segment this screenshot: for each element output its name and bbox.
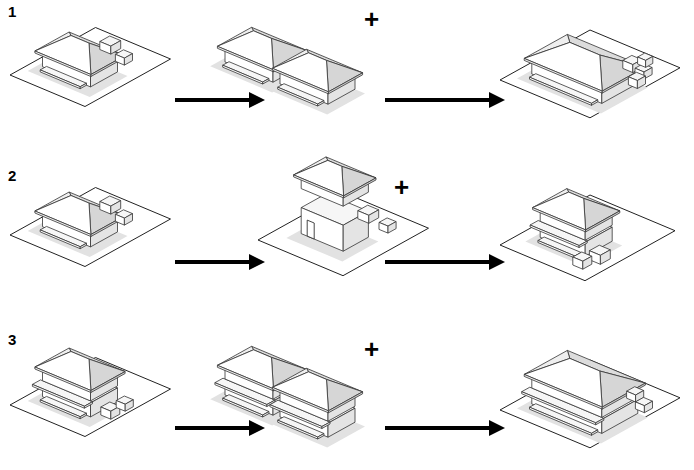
hip-roof (600, 55, 646, 91)
roof-eave (217, 46, 273, 72)
process-arrow (175, 426, 251, 430)
site-plot (10, 28, 171, 107)
plus-sign: + (364, 336, 379, 362)
outbuilding-box (623, 60, 633, 72)
outbuilding-box (124, 54, 132, 66)
roof-eave (35, 211, 91, 237)
outbuilding-box (635, 402, 644, 413)
outbuilding-box (600, 250, 610, 264)
outbuilding-box (358, 211, 369, 224)
outbuilding-box (100, 42, 111, 55)
roof-eave (35, 367, 91, 393)
porch-slab (318, 434, 324, 440)
balcony-slab (596, 418, 604, 425)
porch-slab (80, 413, 86, 419)
porch-slab (80, 83, 86, 89)
roof-eave (272, 68, 328, 94)
arrow-head (249, 254, 265, 270)
outbuilding-box (115, 214, 124, 225)
process-arrow (175, 260, 251, 264)
plus-sign: + (394, 174, 409, 200)
roof-eave (272, 387, 328, 413)
step-number: 2 (8, 168, 16, 183)
outbuilding-box (644, 401, 652, 413)
arrow-head (489, 254, 505, 270)
site-plot (10, 358, 171, 437)
outbuilding-box (116, 401, 125, 412)
outbuilding-box (573, 257, 583, 269)
process-arrow (385, 98, 491, 102)
roof-eave (586, 211, 620, 232)
porch-slab (318, 101, 324, 107)
site-plot (500, 195, 675, 281)
outbuilding-box (637, 76, 645, 89)
outbuilding-box (101, 407, 111, 419)
roof-eave (524, 374, 602, 409)
balcony-slab (579, 241, 587, 248)
porch-slab (263, 412, 269, 418)
roof-eave (602, 67, 645, 93)
outbuilding-box (379, 222, 388, 233)
outbuilding-box (100, 202, 111, 215)
porch-slab (223, 65, 263, 84)
hip-roof (524, 42, 602, 91)
outbuilding-box (115, 54, 124, 65)
roof-eave (524, 58, 602, 93)
porch-slab (263, 79, 269, 85)
hip-roof (524, 358, 602, 407)
step-number: 3 (8, 332, 16, 347)
porch-slab (40, 70, 80, 89)
porch-slab (278, 87, 318, 106)
outbuilding-box (125, 400, 133, 412)
process-arrow (385, 260, 491, 264)
arrow-head (249, 420, 265, 436)
plus-sign: + (364, 6, 379, 32)
roof-eave (533, 208, 586, 232)
site-plot (500, 30, 680, 118)
arrow-head (489, 92, 505, 108)
outbuilding-box (388, 222, 396, 234)
roof-eave (35, 51, 91, 77)
roof-eave (91, 372, 125, 393)
outbuilding-box (646, 56, 653, 67)
process-arrow (175, 98, 251, 102)
balcony-slab (84, 402, 92, 409)
roof-eave (328, 73, 362, 94)
outbuilding-box (627, 391, 636, 402)
arrow-head (489, 420, 505, 436)
process-arrow (385, 426, 491, 430)
outbuilding-box (369, 210, 379, 224)
door (307, 220, 314, 239)
roof-eave (294, 175, 344, 198)
house-wall (343, 211, 368, 251)
porch-slab (80, 243, 86, 249)
roof-eave (217, 365, 273, 391)
outbuilding-box (583, 256, 592, 269)
outbuilding-box (124, 214, 132, 226)
porch-slab (592, 430, 598, 436)
roof-eave (344, 178, 376, 198)
house-wall (301, 208, 343, 252)
roof-eave (328, 392, 362, 413)
porch-slab (592, 100, 598, 106)
arrow-head (249, 92, 265, 108)
site-plot (10, 188, 171, 267)
outbuilding-box (628, 77, 637, 89)
balcony-slab (322, 422, 330, 429)
porch-slab (40, 230, 80, 249)
step-number: 1 (8, 4, 16, 19)
outbuilding-box (638, 57, 646, 67)
